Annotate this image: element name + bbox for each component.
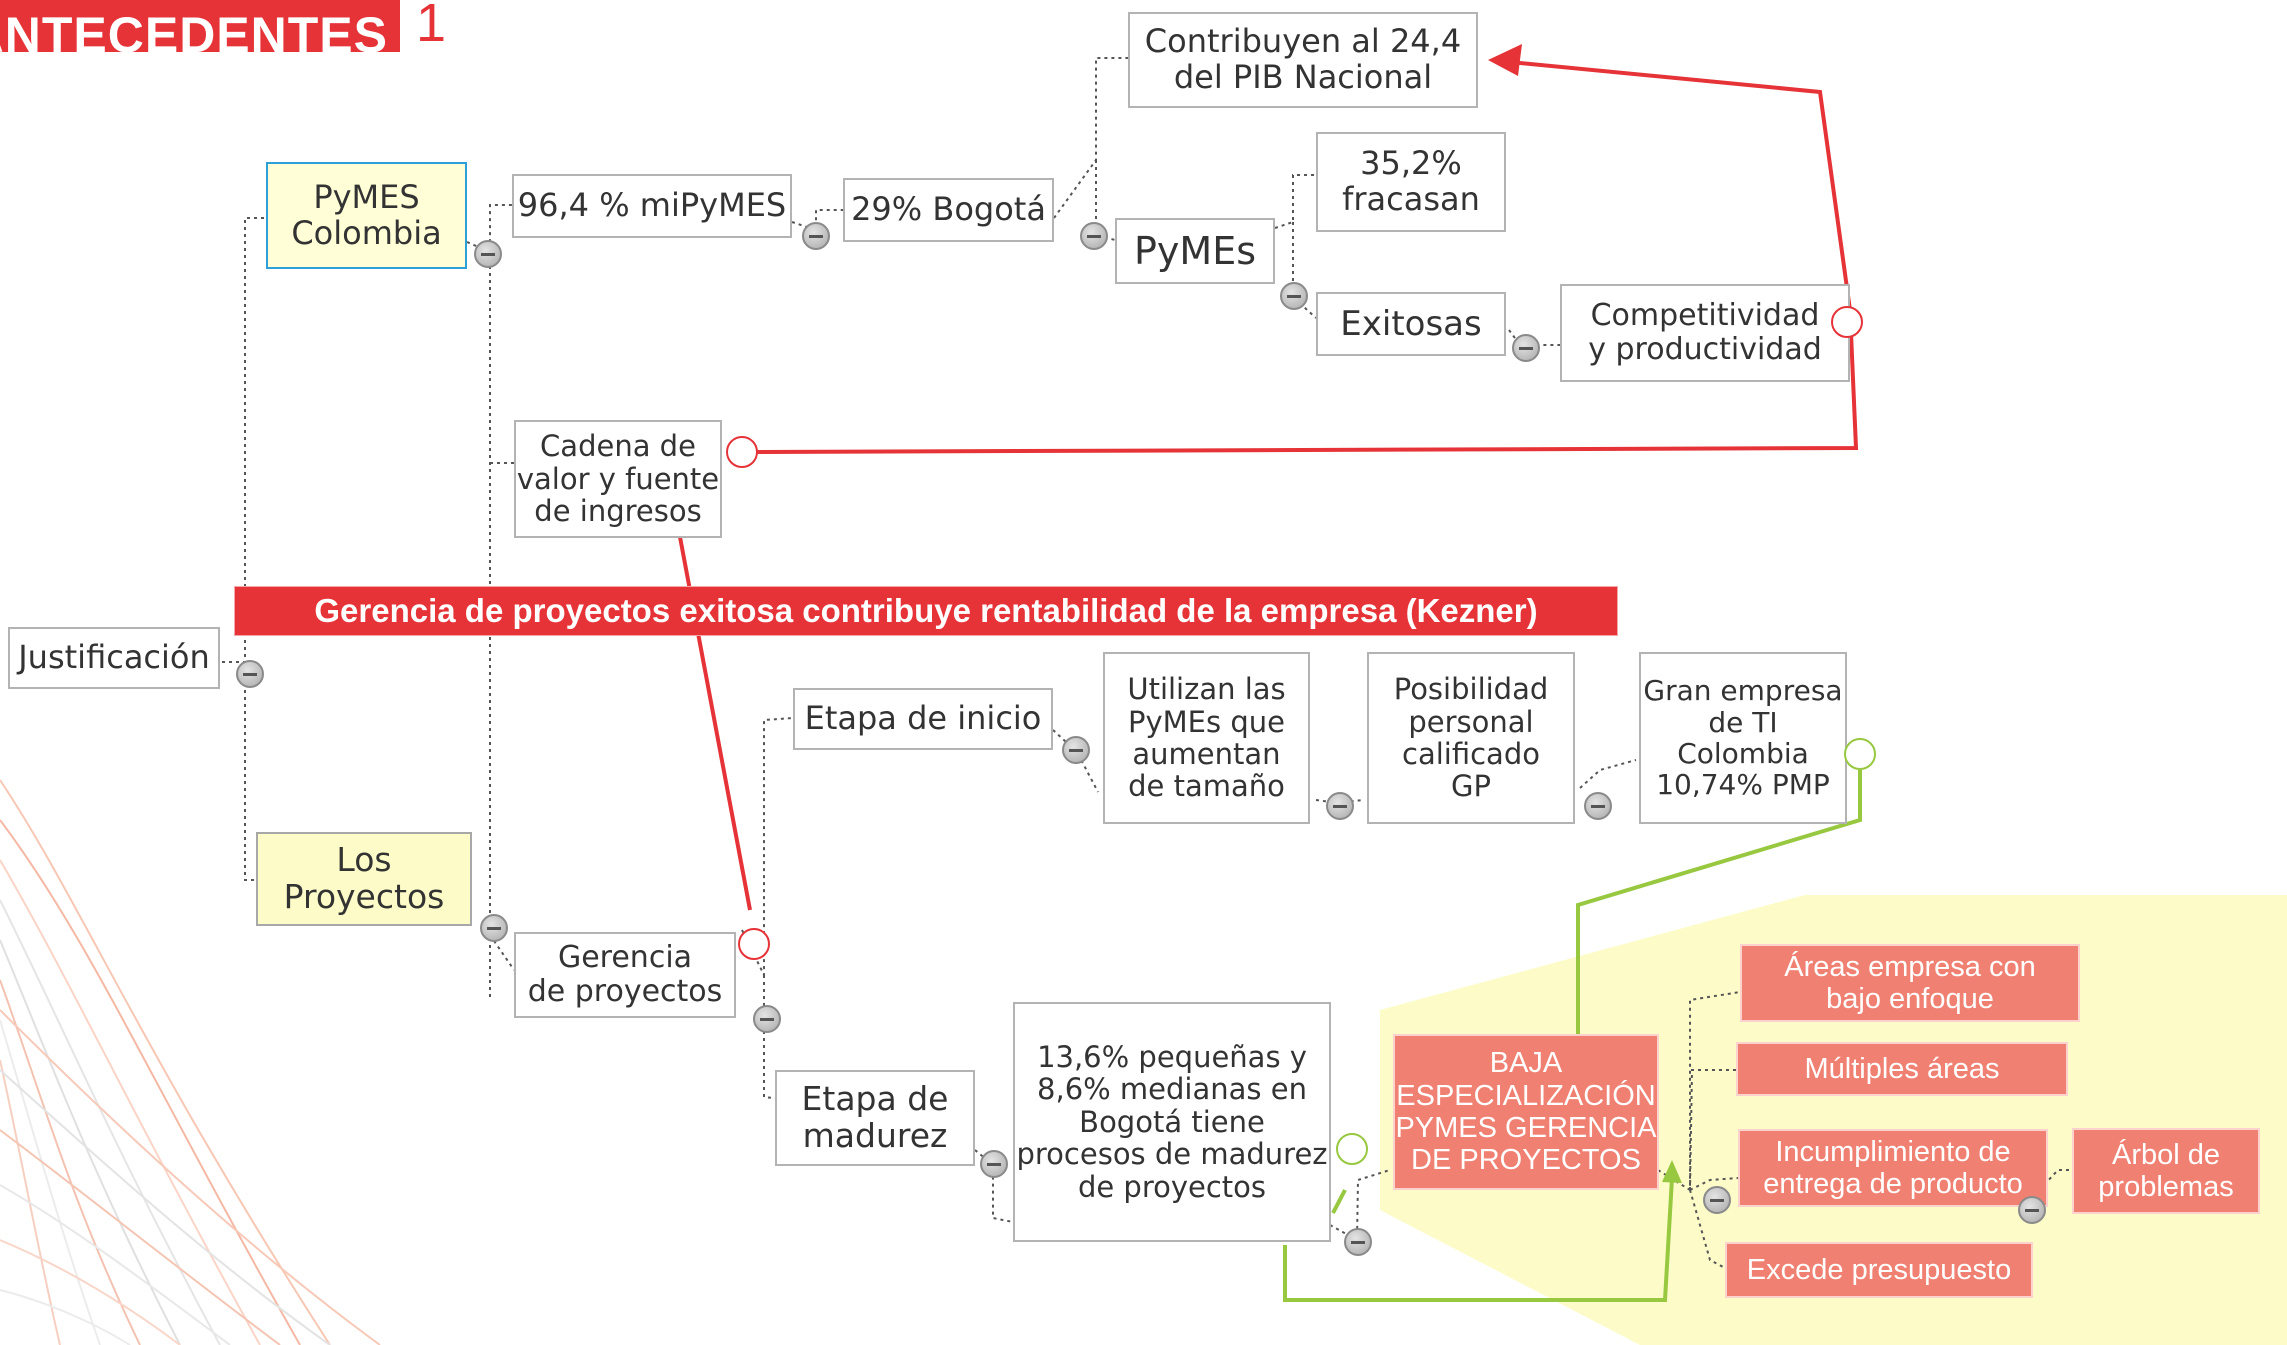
node-pymes-colombia-label: PyMES Colombia [291, 177, 442, 252]
relation-handle-cadena[interactable] [726, 436, 758, 468]
node-incumplimiento-label: Incumplimiento de entrega de producto [1763, 1135, 2023, 1200]
relation-handle-competitividad[interactable] [1831, 306, 1863, 338]
collapse-toggle-etapa-inicio[interactable] [1062, 736, 1090, 764]
collapse-toggle-pymes-colombia[interactable] [474, 240, 502, 268]
node-exitosas-label: Exitosas [1340, 303, 1482, 344]
relation-handle-gran-empresa[interactable] [1844, 738, 1876, 770]
node-etapa-inicio[interactable]: Etapa de inicio [793, 688, 1053, 750]
node-baja-especializacion[interactable]: BAJA ESPECIALIZACIÓN PYMES GERENCIA DE P… [1393, 1034, 1659, 1190]
node-madurez-pct-label: 13,6% pequeñas y 8,6% medianas en Bogotá… [1016, 1039, 1328, 1204]
node-multiples-areas[interactable]: Múltiples áreas [1736, 1042, 2068, 1096]
node-areas-bajo-enfoque[interactable]: Áreas empresa con bajo enfoque [1740, 944, 2080, 1022]
section-header: ANTECEDENTES [0, 0, 400, 52]
node-mipymes[interactable]: 96,4 % miPyMES [512, 174, 792, 238]
node-gran-empresa[interactable]: Gran empresa de TI Colombia 10,74% PMP [1639, 652, 1847, 824]
node-pymes-colombia[interactable]: PyMES Colombia [266, 162, 467, 269]
node-fracasan[interactable]: 35,2% fracasan [1316, 132, 1506, 232]
collapse-toggle-exitosas[interactable] [1512, 334, 1540, 362]
node-competitividad[interactable]: Competitividad y productividad [1560, 284, 1850, 382]
node-competitividad-label: Competitividad y productividad [1588, 298, 1822, 367]
collapse-toggle-etapa-madurez[interactable] [980, 1150, 1008, 1178]
node-cadena[interactable]: Cadena de valor y fuente de ingresos [514, 420, 722, 538]
green-relations [1283, 770, 1862, 1302]
collapse-toggle-bogota[interactable] [1080, 222, 1108, 250]
node-los-proyectos[interactable]: Los Proyectos [256, 832, 472, 926]
node-justificacion[interactable]: Justificación [8, 627, 220, 689]
red-arrowhead [1488, 44, 1522, 76]
relation-madurez-baja [1283, 1177, 1674, 1302]
collapse-toggle-incumplimiento[interactable] [2018, 1196, 2046, 1224]
node-etapa-madurez-label: Etapa de madurez [801, 1079, 949, 1155]
node-excede-presupuesto-label: Excede presupuesto [1746, 1253, 2012, 1286]
node-gran-empresa-label: Gran empresa de TI Colombia 10,74% PMP [1643, 674, 1843, 802]
node-pymes-label: PyMEs [1134, 228, 1256, 273]
node-pymes[interactable]: PyMEs [1115, 218, 1275, 284]
node-bogota[interactable]: 29% Bogotá [843, 178, 1054, 242]
green-arrowhead [1662, 1160, 1682, 1183]
node-baja-especializacion-label: BAJA ESPECIALIZACIÓN PYMES GERENCIA DE P… [1395, 1047, 1657, 1177]
node-arbol-problemas[interactable]: Árbol de problemas [2072, 1128, 2260, 1214]
node-areas-bajo-enfoque-label: Áreas empresa con bajo enfoque [1784, 950, 2036, 1015]
node-etapa-madurez[interactable]: Etapa de madurez [775, 1070, 975, 1166]
collapse-toggle-mipymes[interactable] [802, 222, 830, 250]
node-gerencia-label: Gerencia de proyectos [527, 940, 723, 1009]
node-bogota-label: 29% Bogotá [851, 190, 1046, 229]
node-posibilidad-label: Posibilidad personal calificado GP [1393, 672, 1549, 804]
collapse-toggle-pymes[interactable] [1280, 282, 1308, 310]
relation-handle-gerencia[interactable] [738, 928, 770, 960]
node-exitosas[interactable]: Exitosas [1316, 292, 1506, 356]
node-pib[interactable]: Contribuyen al 24,4 del PIB Nacional [1128, 12, 1478, 108]
collapse-toggle-baja[interactable] [1703, 1186, 1731, 1214]
relation-competitividad-cadena [754, 309, 1859, 454]
node-mipymes-label: 96,4 % miPyMES [517, 186, 787, 225]
collapse-toggle-utilizan[interactable] [1326, 792, 1354, 820]
collapse-toggle-los-proyectos[interactable] [480, 914, 508, 942]
collapse-toggle-madurez-pct[interactable] [1344, 1228, 1372, 1256]
node-excede-presupuesto[interactable]: Excede presupuesto [1725, 1242, 2033, 1298]
section-number: 1 [416, 0, 447, 53]
node-incumplimiento[interactable]: Incumplimiento de entrega de producto [1738, 1129, 2048, 1207]
node-utilizan-label: Utilizan las PyMEs que aumentan de tamañ… [1127, 672, 1286, 804]
collapse-toggle-justificacion[interactable] [236, 660, 264, 688]
section-header-title: ANTECEDENTES [0, 7, 388, 52]
central-topic-text: Gerencia de proyectos exitosa contribuye… [314, 592, 1538, 629]
node-los-proyectos-label: Los Proyectos [283, 840, 445, 916]
node-gerencia[interactable]: Gerencia de proyectos [514, 932, 736, 1018]
relation-competitividad-pib [1509, 60, 1852, 311]
relation-baja-gran-empresa [1576, 770, 1862, 1040]
node-arbol-problemas-label: Árbol de problemas [2098, 1138, 2234, 1203]
node-madurez-pct[interactable]: 13,6% pequeñas y 8,6% medianas en Bogotá… [1013, 1002, 1331, 1242]
collapse-toggle-gerencia[interactable] [753, 1005, 781, 1033]
relation-handle-madurez-pct[interactable] [1336, 1133, 1368, 1165]
node-pib-label: Contribuyen al 24,4 del PIB Nacional [1144, 22, 1462, 96]
node-justificacion-label: Justificación [18, 638, 210, 677]
central-topic[interactable]: Gerencia de proyectos exitosa contribuye… [234, 586, 1618, 636]
node-etapa-inicio-label: Etapa de inicio [804, 699, 1042, 738]
decorative-mesh [0, 779, 381, 1345]
node-fracasan-label: 35,2% fracasan [1342, 144, 1480, 218]
collapse-toggle-posibilidad[interactable] [1584, 792, 1612, 820]
node-cadena-label: Cadena de valor y fuente de ingresos [516, 429, 720, 529]
node-multiples-areas-label: Múltiples áreas [1804, 1052, 2000, 1085]
node-posibilidad[interactable]: Posibilidad personal calificado GP [1367, 652, 1575, 824]
node-utilizan[interactable]: Utilizan las PyMEs que aumentan de tamañ… [1103, 652, 1310, 824]
